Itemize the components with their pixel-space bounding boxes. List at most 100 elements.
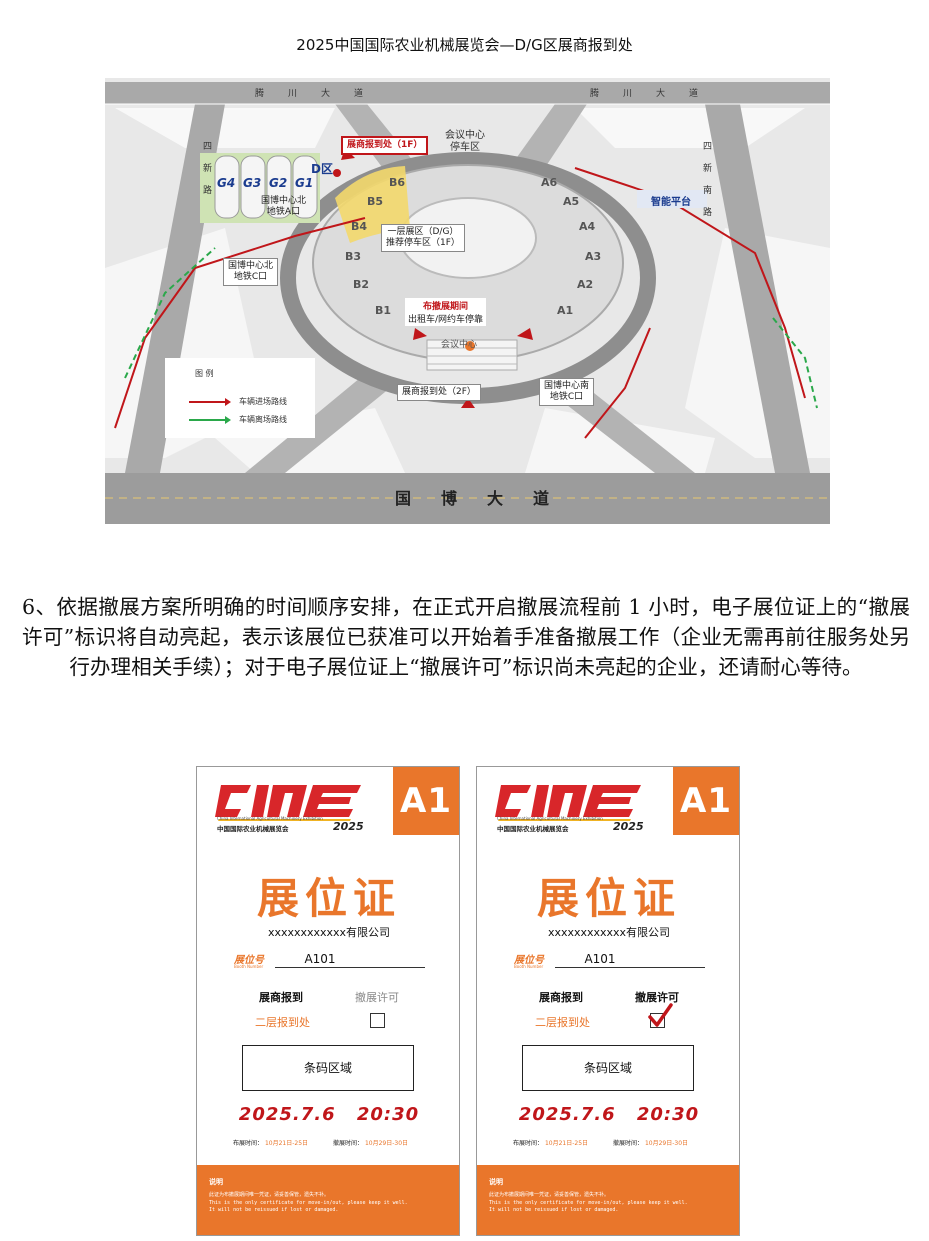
center-label: 会议中心 (441, 340, 478, 350)
hall-b1: B1 (375, 304, 392, 317)
legend-title: 图 例 (195, 369, 214, 378)
taxi-title: 布撤展期间 (423, 302, 469, 312)
ciame-logo-icon (495, 785, 641, 821)
badge-permit-off: China International Agricultural Machine… (196, 766, 460, 1236)
ciame-logo-icon (215, 785, 361, 821)
checkin-location: 二层报到处 (255, 1016, 310, 1029)
legend-enter: 车辆进场路线 (189, 396, 287, 407)
company-name: xxxxxxxxxxxx有限公司 (267, 926, 391, 939)
hall-g1: G1 (295, 176, 314, 190)
exhibit-zone-label: 一层展区（D/G） 推荐停车区（1F） (381, 224, 465, 252)
hall-b2: B2 (353, 278, 370, 291)
note-title: 说明 (209, 1178, 223, 1186)
badge-footer: 说明 此证为布撤展期间唯一凭证，请妥善保管，遗失不补。 This is the … (477, 1165, 739, 1235)
note-en-1: This is the only certificate for move-in… (489, 1200, 688, 1206)
booth-number: A101 (275, 951, 425, 968)
booth-sublabel: Booth Number (234, 964, 264, 969)
page-title: 2025中国国际农业机械展览会—D/G区展商报到处 (296, 36, 633, 54)
status-checkin: 展商报到 (539, 991, 583, 1004)
badge-permit-on: China International Agricultural Machine… (476, 766, 740, 1236)
hall-b6: B6 (389, 176, 406, 189)
road-name-bottom: 国博大道 (395, 489, 580, 508)
setup-time: 布展时间： 10月21日-25日 (233, 1138, 308, 1147)
hall-g2: G2 (269, 176, 288, 190)
legend-enter-arrow-icon (189, 397, 231, 406)
hall-g4: G4 (217, 176, 236, 190)
hall-b4: B4 (351, 220, 368, 233)
checkmark-icon (648, 1003, 673, 1027)
road-name-top-left: 腾川大道 (255, 89, 388, 99)
badge-datetime: 2025.7.6 20:30 (238, 1104, 420, 1125)
status-permit: 撤展许可 (635, 991, 679, 1004)
meeting-parking-label: 会议中心 停车区 (445, 130, 485, 153)
booth-label: 展位号 (514, 955, 544, 966)
taxi-sub: 出租车/网约车停靠 (408, 315, 484, 325)
hall-a2: A2 (577, 278, 594, 291)
hall-b5: B5 (367, 195, 384, 208)
note-cn: 此证为布撤展期间唯一凭证，请妥善保管，遗失不补。 (209, 1192, 330, 1198)
logo-english: China International Agricultural Machine… (497, 816, 603, 821)
legend-exit: 车辆离场路线 (189, 414, 287, 425)
legend-exit-arrow-icon (189, 415, 231, 424)
badge-footer: 说明 此证为布撤展期间唯一凭证，请妥善保管，遗失不补。 This is the … (197, 1165, 459, 1235)
permit-checkbox-empty (370, 1013, 385, 1028)
note-en-1: This is the only certificate for move-in… (209, 1200, 408, 1206)
hall-a5: A5 (563, 195, 580, 208)
logo-year: 2025 (613, 820, 644, 833)
badge-title: 展位证 (536, 874, 681, 923)
setup-value: 10月21日-25日 (264, 1140, 309, 1147)
booth-label: 展位号 (234, 955, 264, 966)
hall-a4: A4 (579, 220, 596, 233)
setup-label: 布展时间： (513, 1140, 544, 1147)
note-en-2: It will not be reissued if lost or damag… (209, 1207, 339, 1213)
venue-map: 腾川大道 腾川大道 国博大道 四新路 四新南路 展商报到处（1F） 会议中心 停… (105, 78, 830, 524)
zone-tag: A1 (393, 767, 459, 835)
dismantle-value: 10月29日-30日 (644, 1140, 689, 1147)
hall-a3: A3 (585, 250, 602, 263)
setup-value: 10月21日-25日 (544, 1140, 589, 1147)
instruction-paragraph: 6、依据撤展方案所明确的时间顺序安排，在正式开启撤展流程前 1 小时，电子展位证… (22, 595, 910, 679)
taxi-label: 布撤展期间 出租车/网约车停靠 (405, 298, 487, 326)
note-cn: 此证为布撤展期间唯一凭证，请妥善保管，遗失不补。 (489, 1192, 610, 1198)
barcode-area: 条码区域 (242, 1045, 414, 1091)
logo-chinese: 中国国际农业机械展览会 (497, 825, 569, 833)
note-title: 说明 (489, 1178, 503, 1186)
company-name: xxxxxxxxxxxx有限公司 (547, 926, 671, 939)
logo-year: 2025 (333, 820, 364, 833)
map-legend: 图 例 车辆进场路线 车辆离场路线 (165, 358, 315, 438)
station-c-south-label: 国博中心南 地铁C口 (539, 378, 595, 406)
road-name-top-right: 腾川大道 (590, 89, 723, 99)
setup-time: 布展时间： 10月21日-25日 (513, 1138, 588, 1147)
badge-datetime: 2025.7.6 20:30 (518, 1104, 700, 1125)
dismantle-label: 撤展时间： (613, 1140, 644, 1147)
logo-english: China International Agricultural Machine… (217, 816, 323, 821)
station-c-north-label: 国博中心北 地铁C口 (223, 258, 279, 286)
legend-enter-text: 车辆进场路线 (239, 397, 287, 406)
hall-a6: A6 (541, 176, 558, 189)
hall-b3: B3 (345, 250, 362, 263)
checkin-1f-label: 展商报到处（1F） (341, 136, 429, 155)
logo-chinese: 中国国际农业机械展览会 (217, 825, 289, 833)
legend-exit-text: 车辆离场路线 (239, 415, 287, 424)
dismantle-value: 10月29日-30日 (364, 1140, 409, 1147)
dismantle-label: 撤展时间： (333, 1140, 364, 1147)
platform-label: 智能平台 (651, 197, 691, 208)
hall-g3: G3 (243, 176, 262, 190)
status-checkin: 展商报到 (259, 991, 303, 1004)
zone-tag: A1 (673, 767, 739, 835)
booth-number: A101 (555, 951, 705, 968)
road-name-right: 四新南路 (703, 142, 713, 218)
badge-title: 展位证 (256, 874, 401, 923)
status-permit: 撤展许可 (355, 991, 399, 1004)
barcode-area: 条码区域 (522, 1045, 694, 1091)
checkin-location: 二层报到处 (535, 1016, 590, 1029)
dismantle-time: 撤展时间： 10月29日-30日 (333, 1138, 408, 1147)
road-name-left: 四新路 (203, 142, 213, 196)
station-a-label: 国博中心北 地铁A口 (261, 196, 307, 217)
hall-a1: A1 (557, 304, 574, 317)
setup-label: 布展时间： (233, 1140, 264, 1147)
dismantle-time: 撤展时间： 10月29日-30日 (613, 1138, 688, 1147)
checkin-2f-label: 展商报到处（2F） (397, 384, 481, 401)
booth-sublabel: Booth Number (514, 964, 544, 969)
note-en-2: It will not be reissued if lost or damag… (489, 1207, 619, 1213)
